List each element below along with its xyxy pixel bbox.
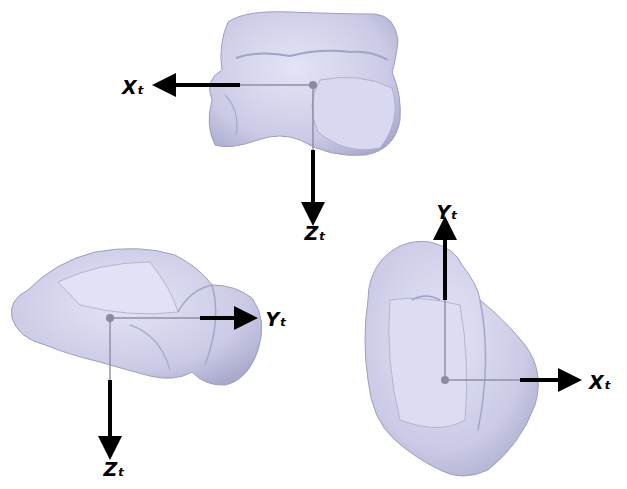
axis-label: Yₜ: [436, 203, 457, 222]
axis-label: Xₜ: [122, 78, 144, 97]
axis-label: Zₜ: [304, 224, 325, 243]
bone-side-view: [11, 249, 262, 385]
axis-label: Zₜ: [103, 460, 124, 479]
origin-dots: [106, 81, 449, 384]
coordinate-axes: [110, 85, 562, 440]
axis-label: Xₜ: [589, 373, 611, 392]
bone-front-view: [365, 241, 538, 476]
origin-guides: [110, 85, 520, 380]
axis-label: Yₜ: [265, 310, 286, 329]
